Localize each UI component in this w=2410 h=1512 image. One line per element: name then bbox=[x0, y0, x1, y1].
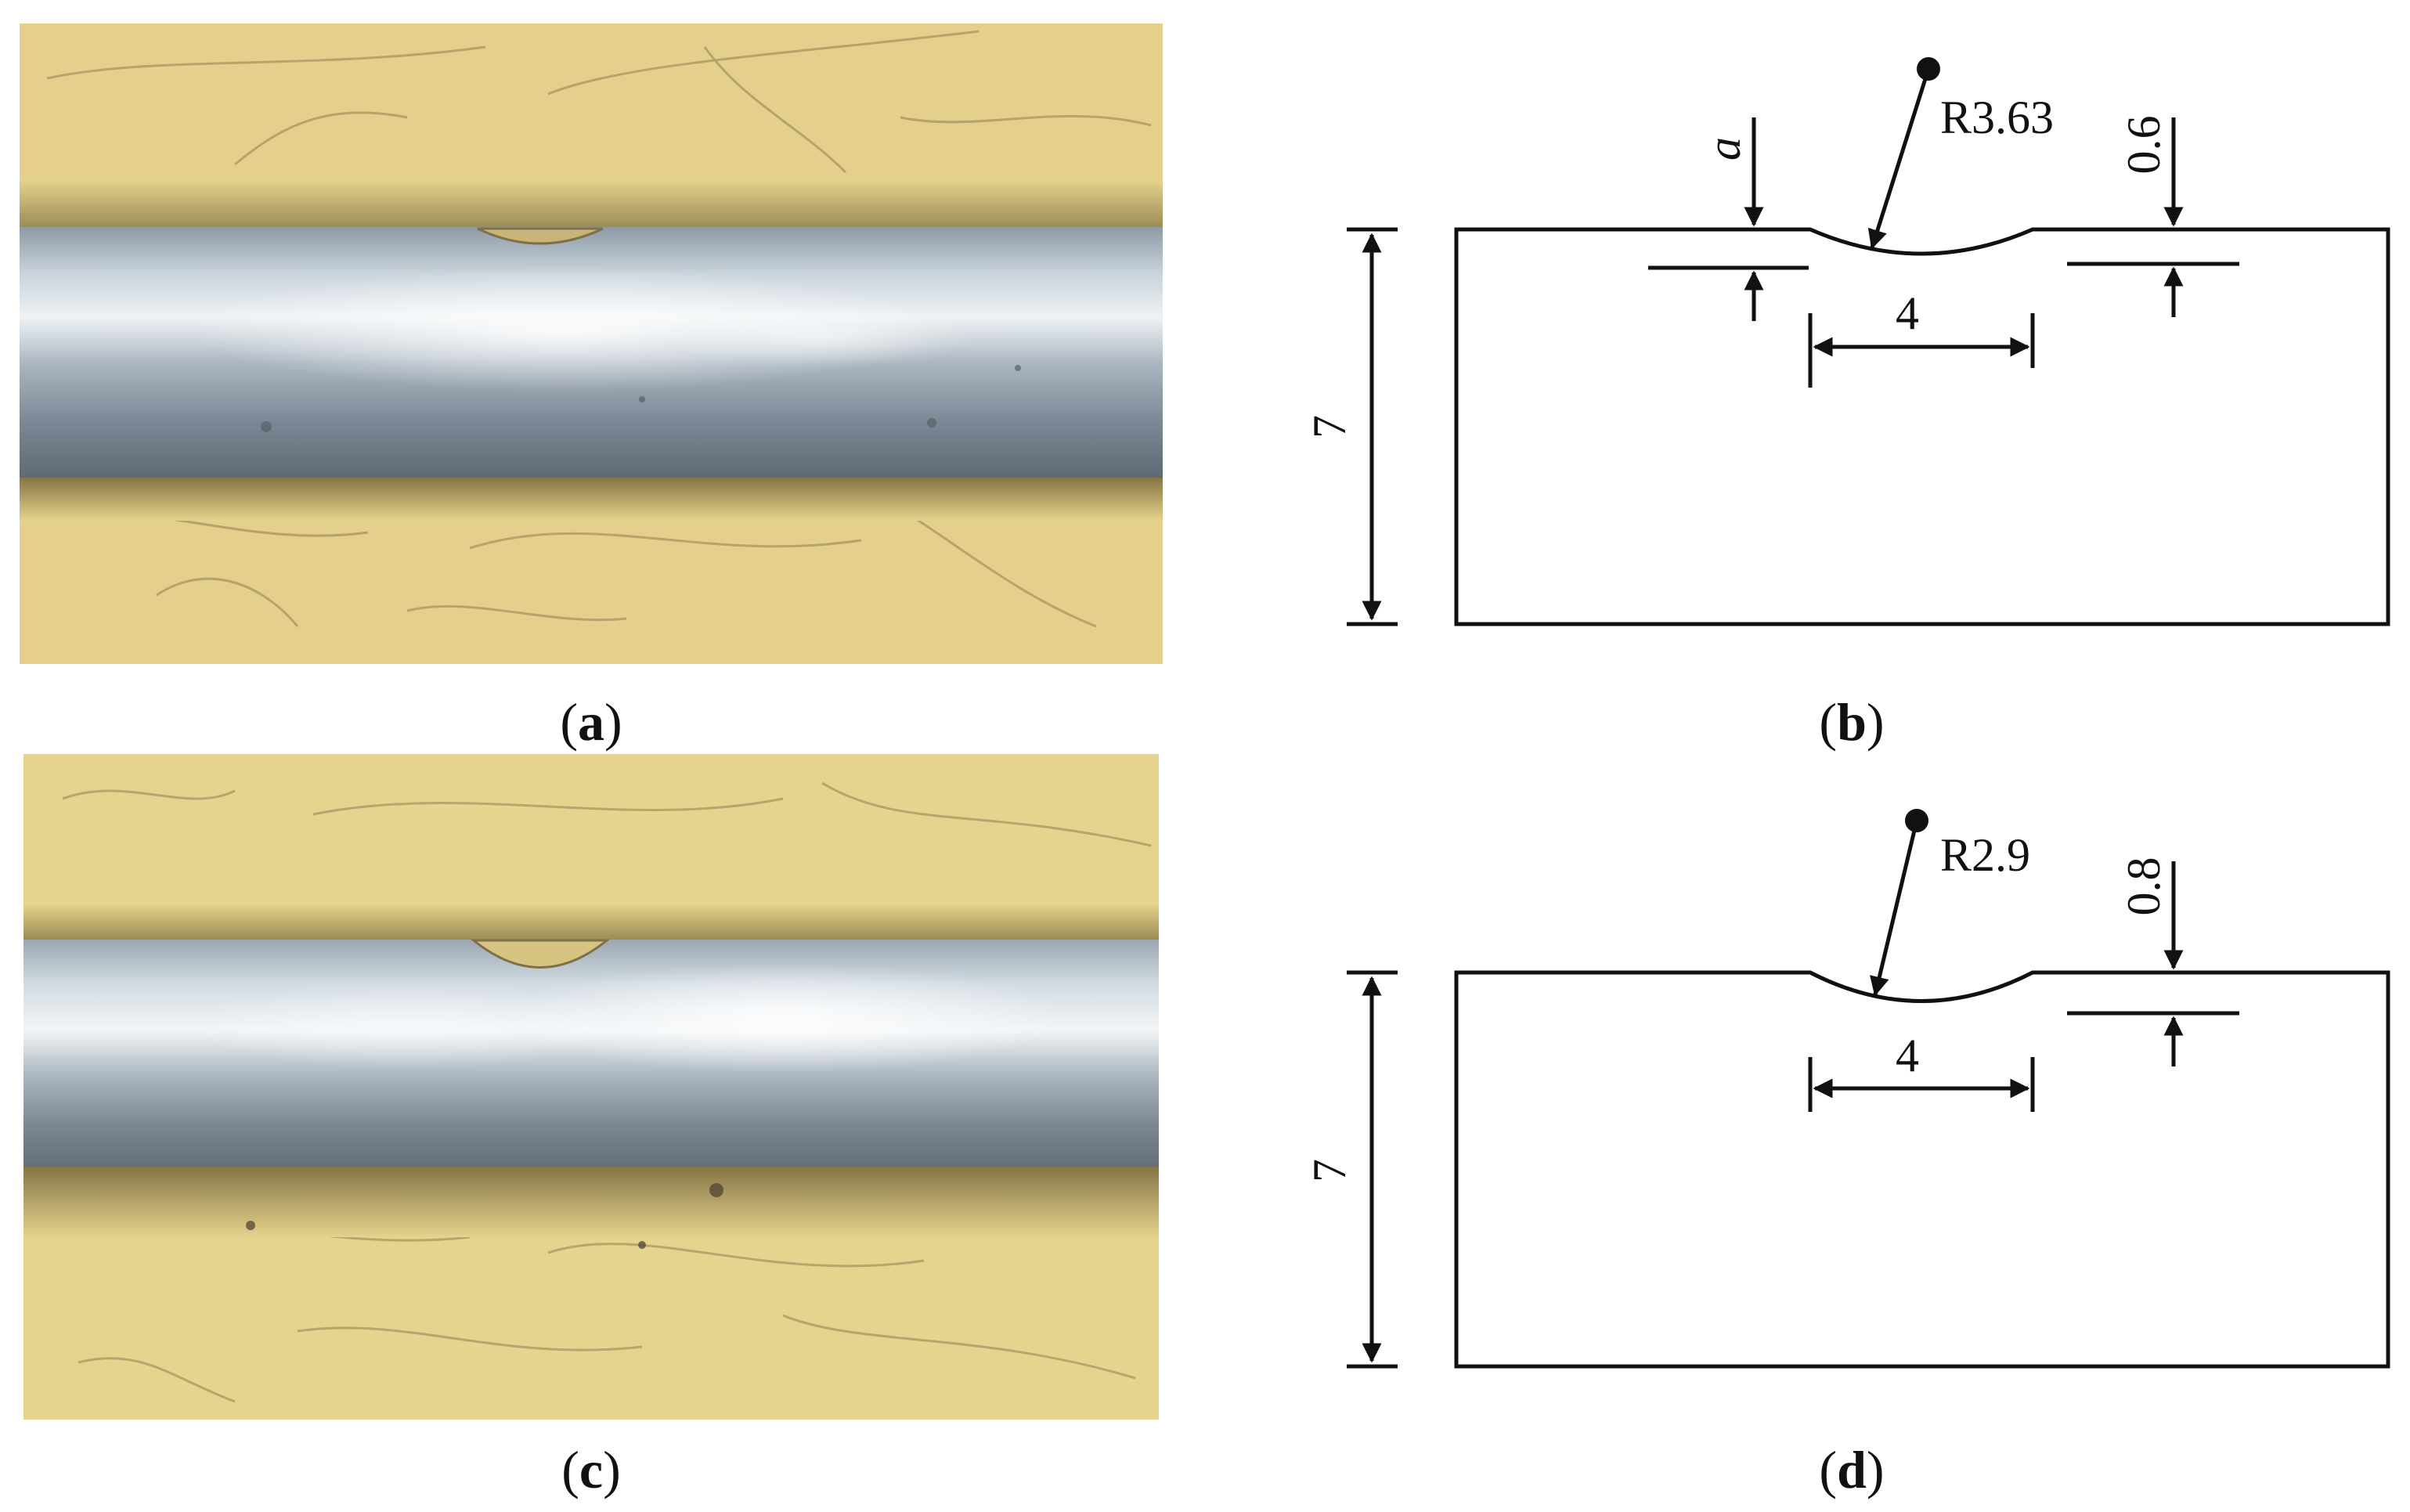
photo-a-scratches bbox=[46, 30, 1152, 628]
drawing-b bbox=[1347, 57, 2390, 626]
height-label-d: 7 bbox=[1304, 1159, 1355, 1182]
depth-variable-label-b: a bbox=[1698, 137, 1750, 161]
caption-a: (a) bbox=[560, 692, 622, 752]
drawing-b-labels: R3.63 4 7 a 0.6 bbox=[1304, 92, 2170, 438]
notch-c bbox=[470, 939, 611, 969]
width-label-b: 4 bbox=[1896, 287, 1919, 339]
profile-d bbox=[1454, 970, 2390, 1369]
drawing-d bbox=[1347, 809, 2390, 1369]
height-label-b: 7 bbox=[1304, 415, 1355, 438]
caption-b: (b) bbox=[1819, 692, 1884, 752]
caption-d: (d) bbox=[1819, 1440, 1884, 1499]
depth-label-d: 0.8 bbox=[2118, 857, 2170, 916]
radius-center-dot-d bbox=[1905, 809, 1928, 832]
radius-label-d: R2.9 bbox=[1940, 829, 2030, 881]
width-label-d: 4 bbox=[1896, 1030, 1919, 1081]
photo-a bbox=[20, 23, 1163, 664]
depth-label-b: 0.6 bbox=[2118, 116, 2170, 175]
radius-center-dot-b bbox=[1917, 57, 1940, 81]
radius-label-b: R3.63 bbox=[1940, 92, 2054, 143]
profile-b bbox=[1454, 227, 2390, 626]
radius-leader-d bbox=[1870, 820, 1919, 997]
caption-c: (c) bbox=[561, 1440, 621, 1499]
photo-c bbox=[23, 754, 1159, 1420]
radius-leader-b bbox=[1867, 68, 1931, 250]
notch-a bbox=[477, 227, 604, 245]
drawing-d-labels: R2.9 4 7 0.8 bbox=[1304, 829, 2170, 1182]
